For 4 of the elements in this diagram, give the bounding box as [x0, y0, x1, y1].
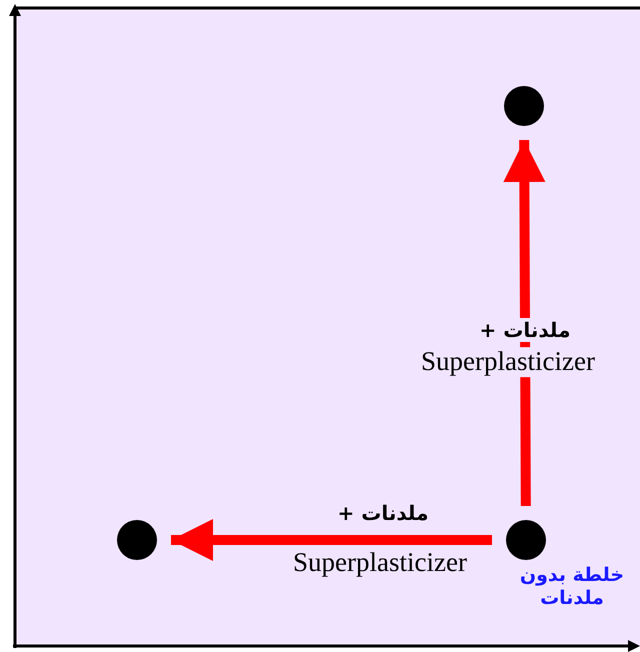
arrow — [171, 519, 492, 561]
arrow — [503, 140, 546, 506]
dot-caption: خلطة بدون ملدنات — [518, 564, 626, 610]
text-label: Superplasticizer — [421, 347, 595, 377]
